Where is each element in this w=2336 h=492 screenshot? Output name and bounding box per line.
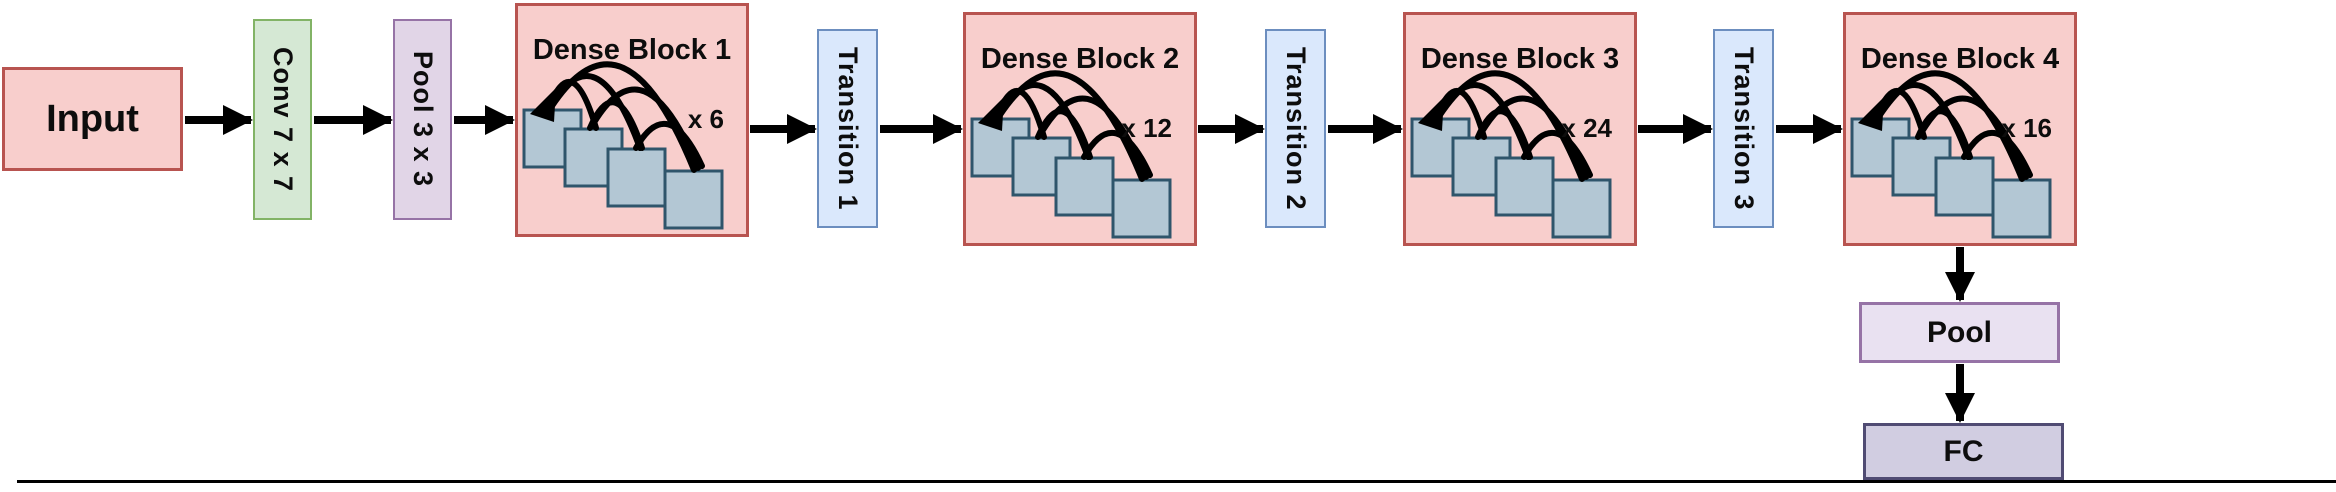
skip-arrowhead-icon bbox=[530, 88, 556, 122]
fc-label: FC bbox=[1943, 434, 1984, 468]
skip-connection-arcs bbox=[1418, 70, 1593, 182]
feature-map-square bbox=[1934, 156, 1995, 217]
dense-block-3: Dense Block 3 x 24 bbox=[1403, 12, 1637, 246]
feature-map-square bbox=[1111, 178, 1172, 239]
skip-arrowhead-icon bbox=[1858, 97, 1884, 131]
input-node: Input bbox=[2, 67, 183, 171]
transition-label: Transition 3 bbox=[1729, 46, 1759, 211]
feature-map-square bbox=[1054, 156, 1115, 217]
dense-block-repeat-label: x 24 bbox=[1561, 113, 1612, 143]
skip-connection-arc bbox=[1081, 129, 1153, 178]
feature-maps-art bbox=[1850, 70, 2052, 239]
conv-label: Conv 7 x 7 bbox=[268, 46, 298, 193]
skip-connection-arc bbox=[1961, 129, 2033, 178]
dense-block-2: Dense Block 2 x 12 bbox=[963, 12, 1197, 246]
skip-connection-arcs bbox=[978, 70, 1153, 182]
dense-block-title: Dense Block 1 bbox=[532, 34, 732, 66]
skip-connection-arcs bbox=[1858, 70, 2033, 182]
feature-maps-art bbox=[970, 70, 1172, 239]
pool-3x3-node: Pool 3 x 3 bbox=[393, 19, 452, 220]
global-pool-label: Pool bbox=[1927, 315, 1992, 349]
bottom-rule bbox=[17, 480, 2336, 483]
dense-block-title: Dense Block 4 bbox=[1860, 43, 2060, 75]
skip-arrowhead-icon bbox=[1418, 97, 1444, 131]
input-label: Input bbox=[46, 97, 139, 140]
global-pool-node: Pool bbox=[1859, 302, 2060, 363]
transition-node-1: Transition 1 bbox=[817, 29, 878, 228]
dense-block-repeat-label: x 12 bbox=[1121, 113, 1172, 143]
transition-label: Transition 2 bbox=[1281, 46, 1311, 211]
pool-3x3-label: Pool 3 x 3 bbox=[408, 51, 438, 188]
dense-block-1: Dense Block 1 x 6 bbox=[515, 3, 749, 237]
dense-block-repeat-label: x 6 bbox=[687, 104, 724, 134]
feature-map-square bbox=[663, 169, 724, 230]
skip-connection-arc bbox=[633, 120, 705, 169]
feature-map-square bbox=[1494, 156, 1555, 217]
feature-maps-art bbox=[1410, 70, 1612, 239]
feature-map-square bbox=[1991, 178, 2052, 239]
feature-maps-art bbox=[522, 61, 724, 230]
skip-connection-arc bbox=[1521, 129, 1593, 178]
transition-label: Transition 1 bbox=[833, 46, 863, 211]
transition-node-3: Transition 3 bbox=[1713, 29, 1774, 228]
feature-map-squares bbox=[970, 117, 1172, 239]
conv-node: Conv 7 x 7 bbox=[253, 19, 312, 220]
feature-map-squares bbox=[1850, 117, 2052, 239]
feature-map-square bbox=[1551, 178, 1612, 239]
skip-arrowhead-icon bbox=[978, 97, 1004, 131]
dense-block-title: Dense Block 2 bbox=[980, 43, 1180, 75]
dense-block-title: Dense Block 3 bbox=[1420, 43, 1620, 75]
dense-block-repeat-label: x 16 bbox=[2001, 113, 2052, 143]
dense-block-4: Dense Block 4 x 16 bbox=[1843, 12, 2077, 246]
fc-node: FC bbox=[1863, 423, 2064, 480]
transition-node-2: Transition 2 bbox=[1265, 29, 1326, 228]
skip-connection-arcs bbox=[530, 61, 705, 173]
feature-map-square bbox=[606, 147, 667, 208]
